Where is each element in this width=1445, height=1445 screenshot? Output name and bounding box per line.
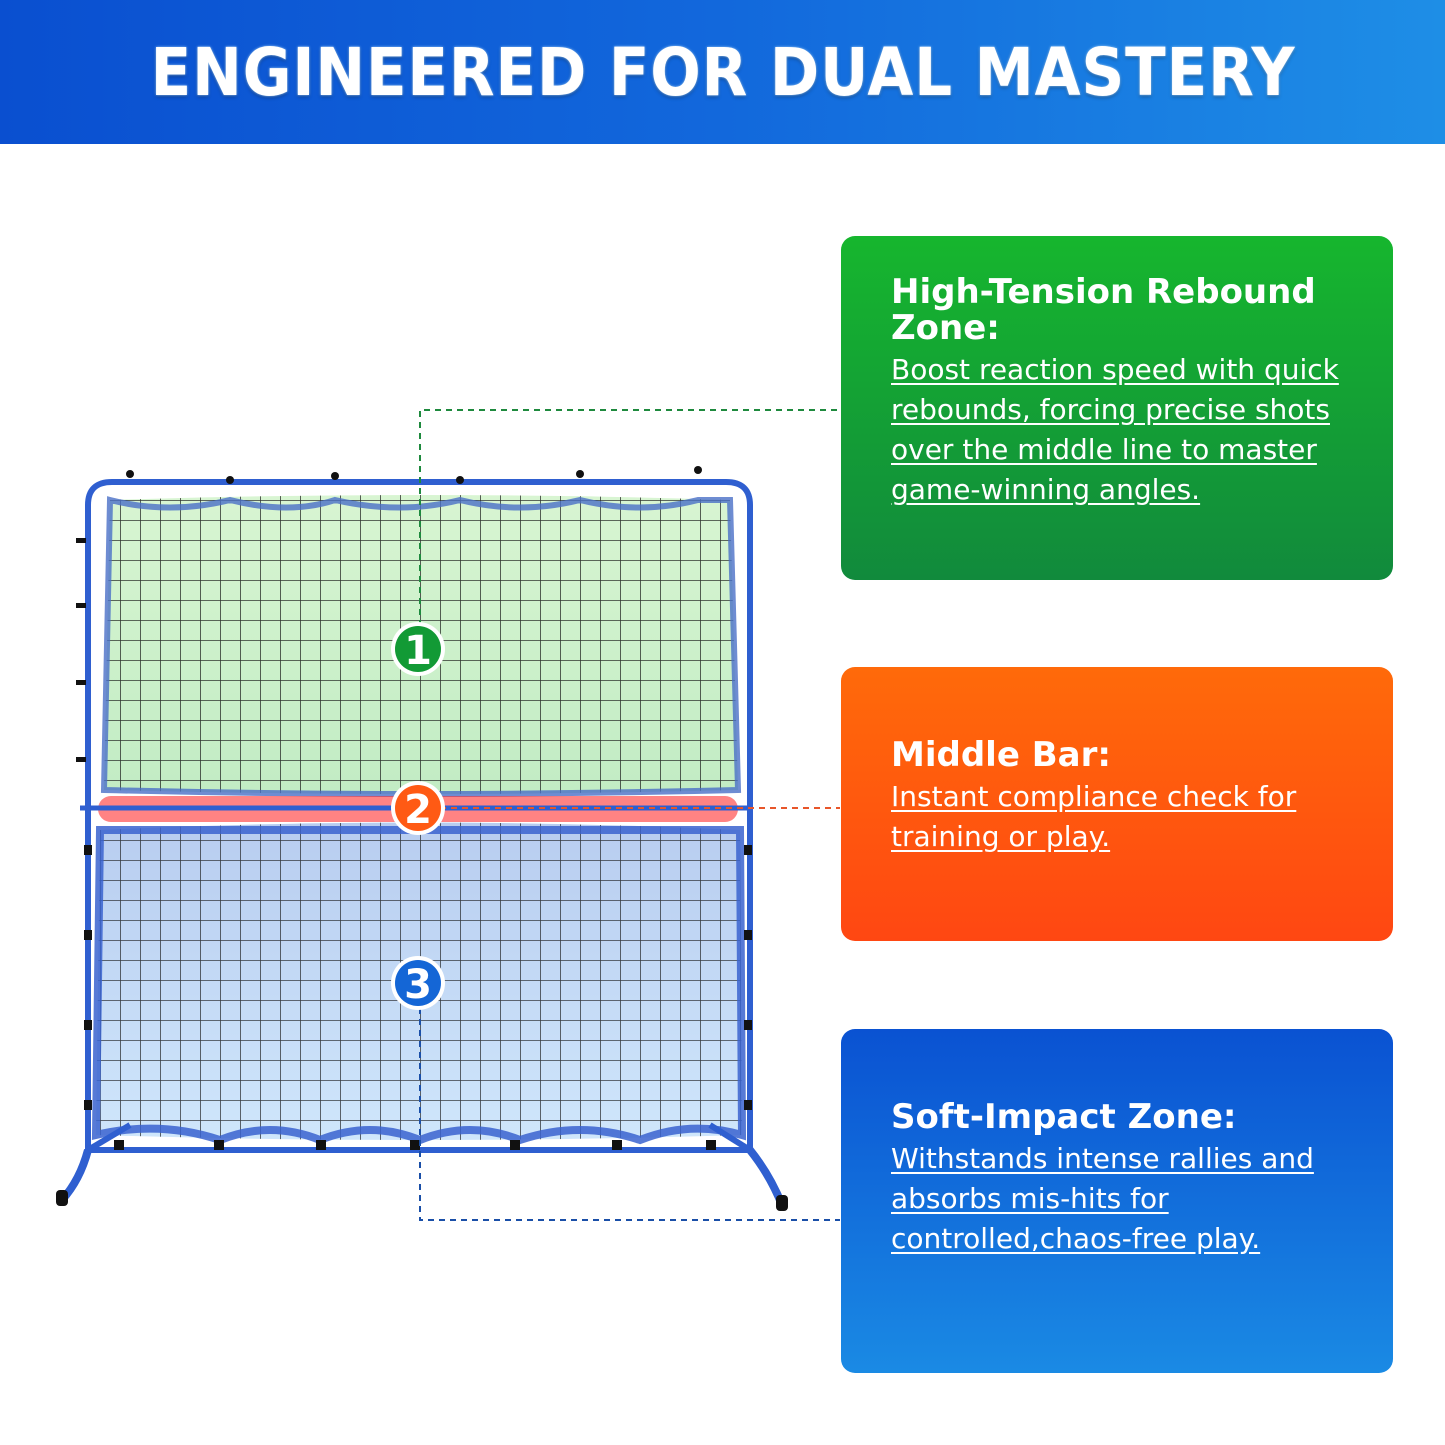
svg-text:3: 3	[404, 962, 432, 1008]
soft-impact-description: Withstands intense rallies and absorbs m…	[891, 1142, 1314, 1255]
marker-1: 1	[391, 622, 445, 676]
bottom-clips	[114, 1140, 716, 1150]
page-title: ENGINEERED FOR DUAL MASTERY	[150, 33, 1295, 111]
soft-impact-title: Soft-Impact Zone:	[891, 1097, 1237, 1137]
rebound-zone-description: Boost reaction speed with quick rebounds…	[891, 353, 1339, 506]
side-clips	[76, 538, 752, 1110]
middle-bar-description: Instant compliance check for training or…	[891, 780, 1297, 853]
middle-bar-card: Middle Bar: Instant compliance check for…	[841, 667, 1393, 941]
connector-1	[419, 409, 840, 626]
rebound-zone-card: High-Tension Rebound Zone: Boost reactio…	[841, 236, 1393, 580]
soft-impact-card: Soft-Impact Zone: Withstands intense ral…	[841, 1029, 1393, 1373]
middle-bar-title: Middle Bar:	[891, 735, 1111, 775]
soft-impact-net-border	[91, 826, 747, 1145]
right-foot-cap	[776, 1195, 788, 1211]
rebound-net-border	[100, 496, 742, 797]
frame-left-foot	[86, 1122, 132, 1153]
rebound-zone-title: High-Tension Rebound Zone:	[891, 272, 1316, 348]
rebounder-net-illustration: 1 2 3	[56, 409, 840, 1221]
svg-text:1: 1	[404, 628, 432, 674]
marker-2: 2	[391, 781, 445, 835]
left-foot-cap	[56, 1190, 68, 1206]
top-clips	[126, 466, 702, 484]
connector-3	[419, 1008, 840, 1221]
header-banner: ENGINEERED FOR DUAL MASTERY	[0, 0, 1445, 144]
svg-text:2: 2	[404, 787, 432, 833]
frame-right-foot	[708, 1122, 752, 1153]
marker-3: 3	[391, 956, 445, 1010]
